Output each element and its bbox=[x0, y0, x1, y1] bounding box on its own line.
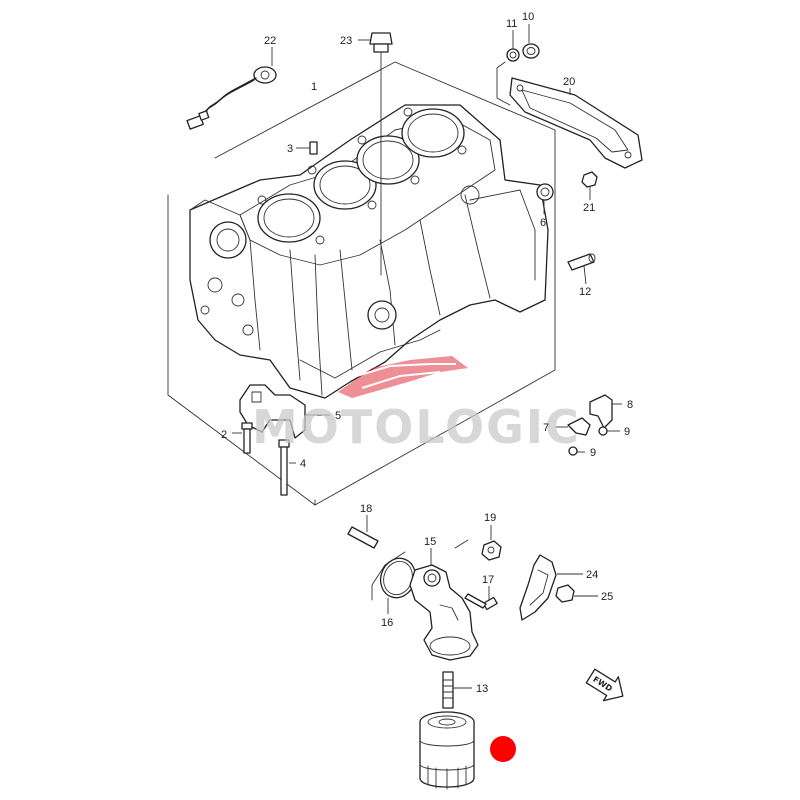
callout-19: 19 bbox=[484, 512, 496, 524]
callout-10: 10 bbox=[522, 11, 534, 23]
bolt-9-b bbox=[568, 446, 585, 456]
bolt-9-a bbox=[598, 426, 620, 436]
fwd-arrow-icon: FWD bbox=[585, 668, 624, 702]
stud-18 bbox=[347, 515, 379, 549]
callout-1: 1 bbox=[311, 81, 317, 93]
callout-20: 20 bbox=[563, 76, 575, 88]
callout-22: 22 bbox=[264, 35, 276, 47]
dowel-pin-3 bbox=[296, 141, 318, 155]
callout-6: 6 bbox=[540, 217, 546, 229]
oil-filter bbox=[419, 711, 475, 790]
callout-2: 2 bbox=[221, 429, 227, 441]
callout-15: 15 bbox=[424, 536, 436, 548]
bolt-2 bbox=[232, 422, 253, 454]
callout-11: 11 bbox=[506, 18, 517, 30]
watermark-text: MOTOLOGIC bbox=[252, 400, 581, 454]
bolt-17 bbox=[464, 586, 498, 611]
callout-8: 8 bbox=[627, 399, 633, 411]
bolt-21 bbox=[581, 171, 598, 200]
oil-pressure-switch bbox=[358, 32, 393, 276]
callout-4: 4 bbox=[300, 458, 306, 470]
bracket-7-8 bbox=[555, 394, 622, 436]
highlight-marker bbox=[490, 736, 516, 762]
callout-13: 13 bbox=[476, 683, 488, 695]
cylinder-block bbox=[189, 104, 549, 399]
cover-plate-20 bbox=[509, 77, 643, 169]
block-assembly-frame bbox=[167, 61, 556, 506]
callout-7: 7 bbox=[543, 422, 549, 434]
plug-10-gasket-11 bbox=[496, 24, 540, 106]
callout-17: 17 bbox=[482, 574, 494, 586]
oil-filter-stand bbox=[409, 548, 479, 661]
watermark: MOTOLOGIC bbox=[252, 356, 581, 454]
callout-21: 21 bbox=[583, 202, 595, 214]
plug-6 bbox=[536, 183, 554, 214]
callouts: 1 2 3 4 5 6 7 8 9 9 10 11 12 13 15 16 17… bbox=[221, 11, 633, 695]
callout-9-b: 9 bbox=[590, 447, 596, 459]
callout-5: 5 bbox=[335, 410, 341, 422]
stud-13 bbox=[442, 671, 472, 709]
dowel-pin-12 bbox=[567, 253, 596, 285]
bolt-4 bbox=[278, 439, 296, 496]
callout-24: 24 bbox=[586, 569, 598, 581]
callout-9-a: 9 bbox=[624, 426, 630, 438]
knock-sensor bbox=[186, 47, 277, 130]
watermark-swoosh bbox=[338, 356, 468, 398]
callout-16: 16 bbox=[381, 617, 393, 629]
callout-23: 23 bbox=[340, 35, 352, 47]
bolt-25 bbox=[555, 584, 598, 603]
callout-12: 12 bbox=[579, 286, 591, 298]
callout-25: 25 bbox=[601, 591, 613, 603]
callout-18: 18 bbox=[360, 503, 372, 515]
oil-baffle-24 bbox=[519, 554, 583, 621]
callout-3: 3 bbox=[287, 143, 293, 155]
nut-19 bbox=[481, 525, 502, 561]
